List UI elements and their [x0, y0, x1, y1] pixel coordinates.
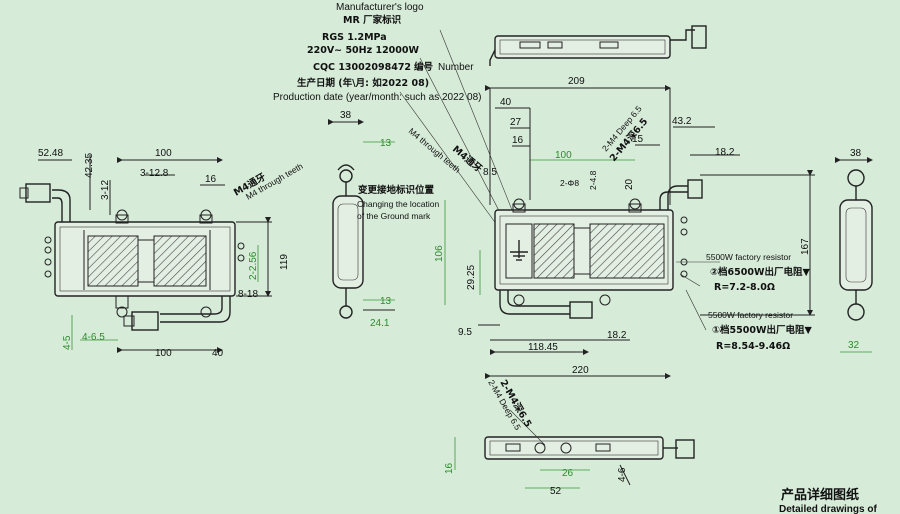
side-view-left [328, 119, 395, 319]
dim-8-18: 8-18 [238, 289, 258, 300]
dim-32: 32 [848, 340, 860, 351]
nameplate-rating: 220V~ 50Hz 12000W [307, 45, 420, 56]
note-ground-en-2: of the Ground mark [357, 211, 431, 221]
nameplate-model: RGS 1.2MPa [322, 32, 387, 43]
dim-4-6: 4-6 [617, 467, 628, 482]
dim-29-25: 29.25 [466, 265, 477, 290]
note-ground-en-1: Changing the location [357, 199, 440, 209]
footer-title-cn: 产品详细图纸 [781, 487, 859, 503]
dim-24-1: 24.1 [370, 318, 390, 329]
dim-40-left: 40 [212, 348, 224, 359]
note-res1-val: R=7.2-8.0Ω [714, 282, 775, 293]
note-ground-cn: 变更接地标识位置 [358, 184, 435, 196]
dim-38-left: 38 [340, 110, 352, 121]
nameplate-block: Manufacturer's logo MR 厂家标识 RGS 1.2MPa 2… [273, 2, 521, 237]
dim-52-48: 52.48 [38, 148, 63, 159]
note-res1-cn: ②档6500W出厂电阻▼ [710, 266, 810, 278]
dim-4-5: 4-5 [62, 335, 73, 350]
dim-3-12-8: 3-12.8 [140, 168, 169, 179]
bottom-view [454, 409, 695, 489]
note-res1-en: 5500W factory resistor [706, 252, 791, 262]
dim-106: 106 [434, 245, 445, 262]
dim-20: 20 [624, 178, 635, 190]
dim-2-phi8: 2-Φ8 [560, 178, 579, 188]
dim-119: 119 [279, 254, 290, 270]
dim-52: 52 [550, 486, 562, 497]
note-res2-en: 5500W factory resistor [708, 310, 793, 320]
top-view [489, 25, 707, 66]
footer-title-en: Detailed drawings of [779, 504, 877, 514]
nameplate-cqc: CQC 13002098472 [313, 62, 411, 73]
side-view-right [835, 157, 873, 353]
dim-100-top-left: 100 [155, 148, 172, 159]
dim-118-45: 118.45 [528, 342, 558, 353]
dim-3-12: 3-12 [100, 180, 111, 200]
dim-100-right: 100 [555, 150, 572, 161]
dim-4-6-5: 4-6.5 [82, 332, 105, 343]
nameplate-logo-cn: MR 厂家标识 [343, 14, 402, 26]
dim-16-left: 16 [205, 174, 217, 185]
dim-13-top: 13 [380, 138, 392, 149]
dim-16-bottom: 16 [444, 462, 455, 474]
dim-40-right: 40 [500, 97, 512, 108]
dim-2-4-8: 2-4.8 [588, 170, 598, 190]
dim-26: 26 [562, 468, 574, 479]
dim-15: 15 [632, 134, 644, 145]
nameplate-number-cn: 编号 [414, 61, 434, 73]
dim-18-2-bottom: 18.2 [607, 330, 627, 341]
nameplate-number-en: Number [438, 62, 474, 73]
note-res2-cn: ①档5500W出厂电阻▼ [712, 324, 812, 336]
dim-9-5: 9.5 [458, 327, 472, 338]
dim-167: 167 [800, 238, 811, 255]
dim-27: 27 [510, 117, 522, 128]
left-front-view [19, 155, 272, 353]
dim-43-2: 43.2 [672, 116, 692, 127]
nameplate-logo-en: Manufacturer's logo [336, 2, 424, 13]
main-front-view [444, 85, 815, 379]
dim-13-bottom: 13 [380, 296, 392, 307]
dim-100-bottom-left: 100 [155, 348, 172, 359]
dim-220: 220 [572, 365, 589, 376]
dim-18-2-top: 18.2 [715, 147, 735, 158]
dim-8-5: 8.5 [483, 167, 497, 178]
dim-38-right: 38 [850, 148, 862, 159]
note-res2-val: R=8.54-9.46Ω [716, 341, 790, 352]
nameplate-date-cn: 生产日期 (年\月: 如2022 08) [297, 77, 429, 89]
dim-42-35: 42.35 [84, 153, 95, 178]
nameplate-date-en: Production date (year/month: such as 202… [273, 92, 481, 103]
dim-2-2-56: 2-2.56 [248, 251, 259, 280]
dim-209: 209 [568, 76, 585, 87]
dim-16-right: 16 [512, 135, 524, 146]
